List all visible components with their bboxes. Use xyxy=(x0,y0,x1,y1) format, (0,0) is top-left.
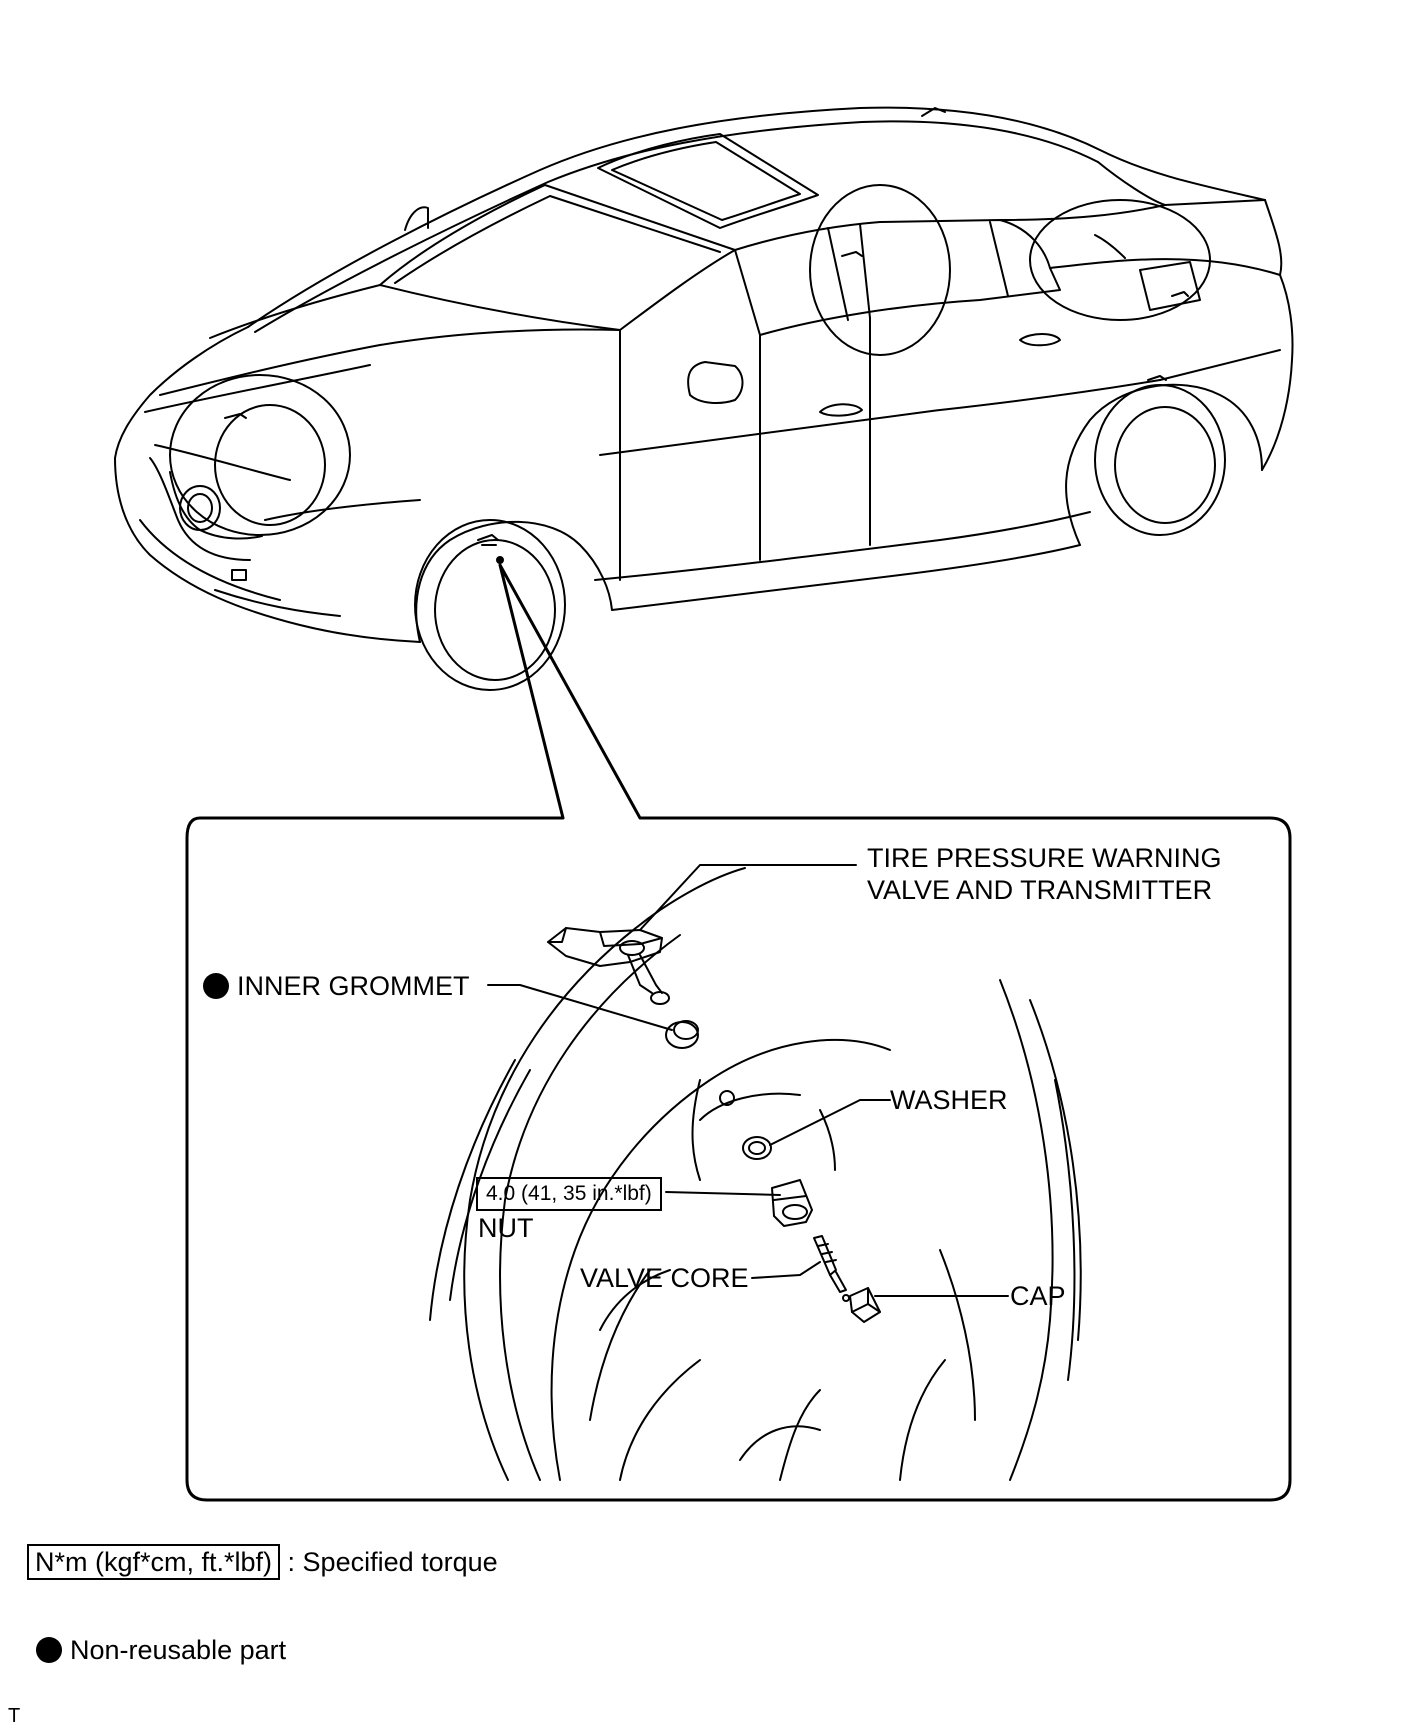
label-valve-core: VALVE CORE xyxy=(580,1263,749,1293)
leader-valve-core xyxy=(751,1261,821,1279)
nut-torque-box: 4.0 (41, 35 in.*lbf) xyxy=(476,1177,662,1211)
label-washer: WASHER xyxy=(890,1085,1008,1115)
inner-grommet-part xyxy=(665,1020,699,1049)
legend-torque-desc: : Specified torque xyxy=(287,1547,498,1577)
leader-transmitter xyxy=(639,864,857,931)
legend-nonreusable-desc: Non-reusable part xyxy=(70,1635,287,1665)
washer-part xyxy=(742,1136,772,1160)
cap-part xyxy=(849,1287,881,1323)
label-inner-grommet-text: INNER GROMMET xyxy=(237,971,470,1001)
nut-part xyxy=(771,1179,813,1227)
leader-nut xyxy=(665,1191,781,1196)
label-transmitter-line2: VALVE AND TRANSMITTER xyxy=(867,875,1213,905)
leader-washer xyxy=(769,1099,891,1146)
legend-nonreusable: Non-reusable part xyxy=(36,1634,286,1666)
detail-callout-frame xyxy=(185,563,1292,1502)
valve-core-part xyxy=(813,1235,850,1302)
car-illustration xyxy=(114,106,1294,691)
label-transmitter-line1: TIRE PRESSURE WARNING xyxy=(867,843,1222,873)
wheel-rim-detail xyxy=(429,867,1082,1481)
transmitter-part xyxy=(547,927,670,1005)
legend-torque: N*m (kgf*cm, ft.*lbf) : Specified torque xyxy=(27,1544,498,1580)
leader-lines xyxy=(487,864,1009,1297)
label-nut: NUT xyxy=(478,1213,534,1243)
non-reusable-icon xyxy=(203,973,229,999)
legend-nonreusable-icon xyxy=(36,1637,62,1663)
label-cap: CAP xyxy=(1010,1281,1066,1311)
footer-code: T xyxy=(8,1705,21,1727)
leader-inner-grommet xyxy=(487,984,673,1031)
label-inner-grommet: INNER GROMMET xyxy=(203,970,470,1002)
legend-torque-box: N*m (kgf*cm, ft.*lbf) xyxy=(27,1544,281,1580)
